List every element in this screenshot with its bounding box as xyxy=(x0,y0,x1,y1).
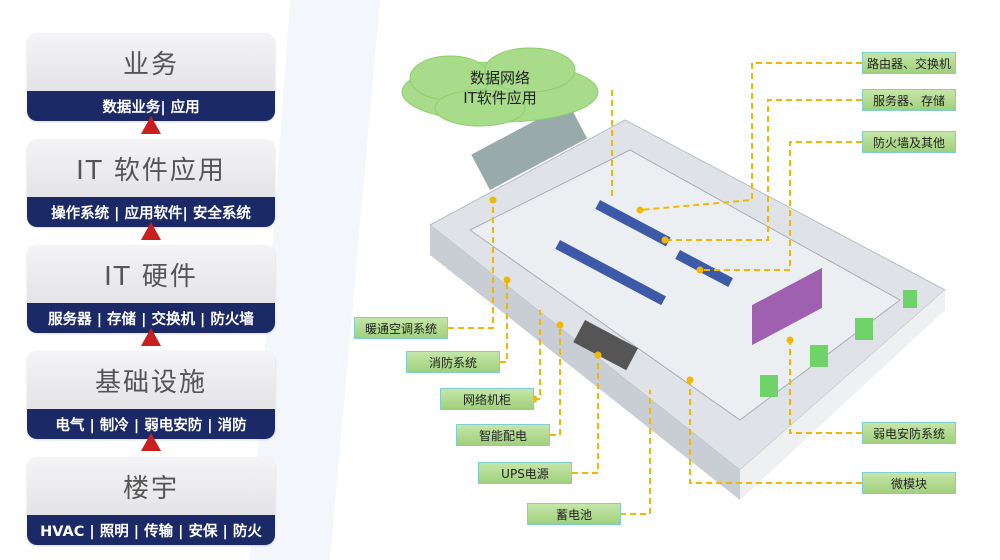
label-network-cabinet: 网络机柜 xyxy=(440,388,534,410)
up-arrow-icon xyxy=(141,222,161,240)
label-server-storage: 服务器、存储 xyxy=(862,89,956,111)
label-security-system: 弱电安防系统 xyxy=(862,422,956,444)
layer-it-software: IT 软件应用操作系统 | 应用软件| 安全系统 xyxy=(27,139,275,227)
layer-it-hardware: IT 硬件服务器 | 存储 | 交换机 | 防火墙 xyxy=(27,245,275,333)
up-arrow-icon xyxy=(141,433,161,451)
label-ups: UPS电源 xyxy=(478,462,572,484)
layer-title: IT 硬件 xyxy=(27,245,275,303)
up-arrow-icon xyxy=(141,328,161,346)
label-micro-module: 微模块 xyxy=(862,472,956,494)
layer-business: 业务数据业务| 应用 xyxy=(27,33,275,121)
label-firewall: 防火墙及其他 xyxy=(862,131,956,153)
label-router-switch: 路由器、交换机 xyxy=(862,52,956,74)
layer-title: 楼宇 xyxy=(27,457,275,515)
cloud-line2: IT软件应用 xyxy=(463,89,537,107)
label-battery: 蓄电池 xyxy=(527,503,621,525)
label-hvac: 暖通空调系统 xyxy=(354,317,448,339)
layer-infrastructure: 基础设施电气 | 制冷 | 弱电安防 | 消防 xyxy=(27,351,275,439)
layer-subtitle: HVAC | 照明 | 传输 | 安保 | 防火 xyxy=(27,515,275,545)
layer-title: IT 软件应用 xyxy=(27,139,275,197)
layer-title: 基础设施 xyxy=(27,351,275,409)
label-fire: 消防系统 xyxy=(406,351,500,373)
label-power-distribution: 智能配电 xyxy=(456,424,550,446)
cloud-line1: 数据网络 xyxy=(469,69,530,87)
layer-title: 业务 xyxy=(27,33,275,91)
cloud-label: 数据网络 IT软件应用 xyxy=(420,68,580,108)
up-arrow-icon xyxy=(141,116,161,134)
